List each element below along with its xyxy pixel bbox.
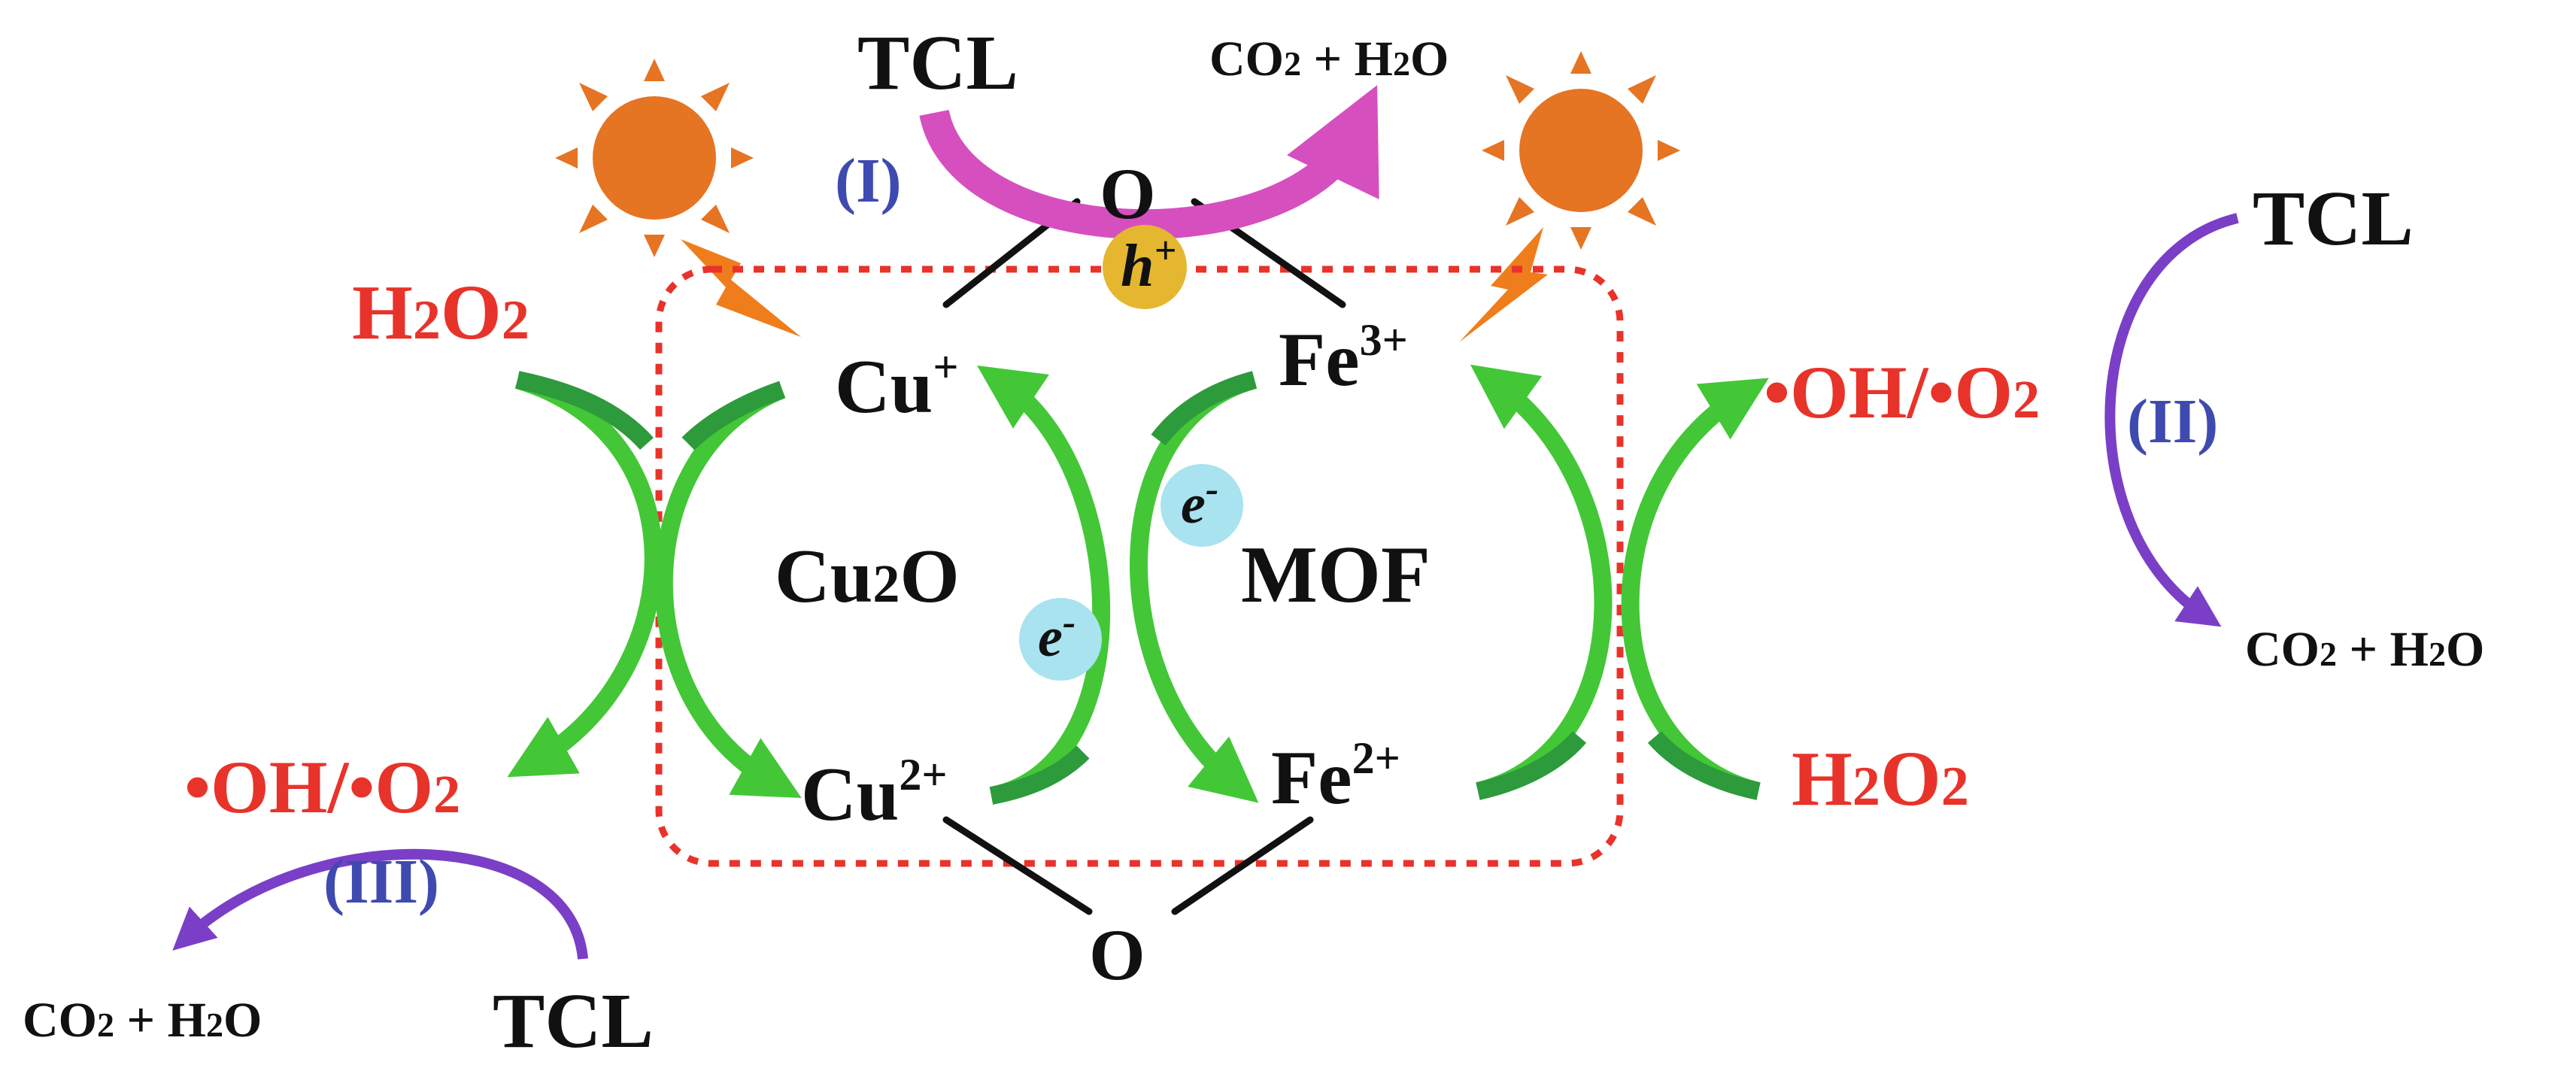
mof-label: MOF xyxy=(1241,530,1431,620)
pathway-label-I: (I) xyxy=(835,146,902,216)
tcl-right-label: TCL xyxy=(2253,175,2414,262)
tcl-top-label: TCL xyxy=(857,20,1018,106)
arrow-h2o2-to-radicals-left xyxy=(507,371,663,778)
pathway-label-III: (III) xyxy=(323,847,439,917)
lightning-bolt-icon-left xyxy=(681,239,801,337)
hole-label: h+ xyxy=(1121,229,1176,299)
arrow-tcl-oxidation-II xyxy=(2104,213,2239,627)
cu-plus-label: Cu+ xyxy=(835,342,959,429)
lightning-bolt-icon-right xyxy=(1459,227,1548,342)
oxygen-bottom-label: O xyxy=(1089,915,1145,995)
oxygen-top-label: O xyxy=(1100,153,1156,234)
h2o2-left-label: H2O2 xyxy=(352,269,529,356)
arrow-cu2plus-to-cuplus xyxy=(977,365,1110,805)
products-top-label: CO2 + H2O xyxy=(1209,32,1449,86)
electron-circle-upper xyxy=(1161,464,1243,547)
h2o2-right-label: H2O2 xyxy=(1792,736,1969,822)
green-redox-arrows xyxy=(507,364,1769,805)
cu2o-label: Cu2O xyxy=(775,534,960,619)
electron-label-upper: e- xyxy=(1181,468,1218,535)
hole-circle xyxy=(1103,225,1187,309)
products-bottom-label: CO2 + H2O xyxy=(23,993,262,1048)
arrow-fe2plus-to-fe3plus xyxy=(1470,364,1613,800)
electron-label-lower: e- xyxy=(1038,601,1076,669)
radicals-left-label: •OH/•O2 xyxy=(184,745,460,829)
products-right-label: CO2 + H2O xyxy=(2245,622,2484,677)
sun-icon-left xyxy=(555,59,754,257)
tcl-bottom-label: TCL xyxy=(493,978,654,1064)
electron-circle-lower xyxy=(1019,598,1102,681)
radicals-right-label: •OH/•O2 xyxy=(1764,350,2040,434)
arrow-fe3plus-to-fe2plus xyxy=(1130,371,1259,803)
fe-3plus-label: Fe3+ xyxy=(1279,315,1408,402)
cu-2plus-label: Cu2+ xyxy=(801,750,948,837)
sun-icon-right xyxy=(1482,51,1680,250)
arrow-tcl-oxidation-I xyxy=(919,85,1379,240)
arrow-cuplus-to-cu2plus xyxy=(654,381,802,799)
arrow-h2o2-to-radicals-right xyxy=(1621,378,1769,800)
pathway-label-II: (II) xyxy=(2127,387,2218,457)
fe-2plus-label: Fe2+ xyxy=(1271,733,1400,821)
arrow-tcl-oxidation-III xyxy=(172,848,588,960)
